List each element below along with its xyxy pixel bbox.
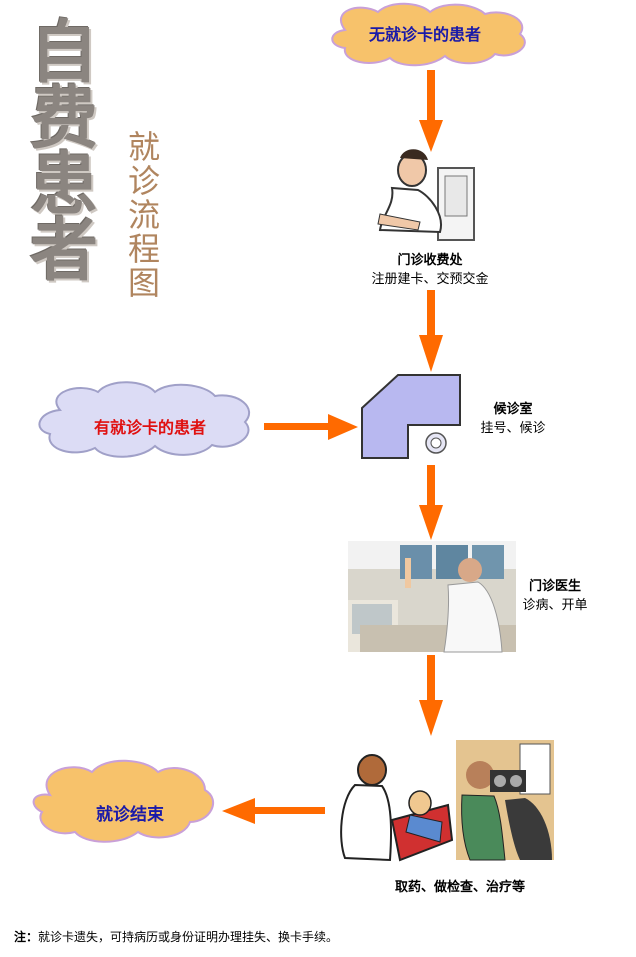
step-treatment: 取药、做检查、治疗等	[370, 876, 550, 895]
step-title: 取药、做检查、治疗等	[394, 880, 525, 895]
step-title: 门诊收费处	[397, 253, 463, 268]
footnote: 注：就诊卡遗失，可持病历或身份证明办理挂失、换卡手续。	[14, 928, 338, 945]
step-waiting-room: 候诊室 挂号、候诊	[468, 398, 558, 436]
start-cloud-shape	[331, 2, 526, 67]
footnote-text: 就诊卡遗失，可持病历或身份证明办理挂失、换卡手续。	[38, 930, 339, 944]
end-cloud-shape	[32, 759, 215, 843]
side-cloud-shape	[38, 381, 251, 458]
step-sub: 诊病、开单	[522, 598, 588, 613]
step-title: 候诊室	[493, 402, 533, 417]
step-sub: 注册建卡、交预交金	[371, 272, 489, 287]
step-doctor: 门诊医生 诊病、开单	[515, 575, 595, 613]
start-cloud-label: 无就诊卡的患者	[368, 25, 481, 44]
cashier-clipart	[377, 149, 475, 241]
side-cloud-label: 有就诊卡的患者	[93, 418, 206, 437]
page-title: 自费患者	[30, 13, 99, 291]
footnote-prefix: 注：	[14, 930, 39, 944]
flow-arrows	[222, 70, 443, 824]
step-sub: 挂号、候诊	[480, 421, 546, 436]
treatment-clipart	[340, 740, 554, 862]
step-cashier: 门诊收费处 注册建卡、交预交金	[360, 249, 500, 287]
waiting-room-shape	[361, 374, 461, 459]
end-cloud-label: 就诊结束	[96, 805, 164, 825]
page-subtitle: 就诊流程图	[128, 128, 161, 302]
step-title: 门诊医生	[528, 579, 581, 594]
doctor-photo	[348, 541, 516, 653]
